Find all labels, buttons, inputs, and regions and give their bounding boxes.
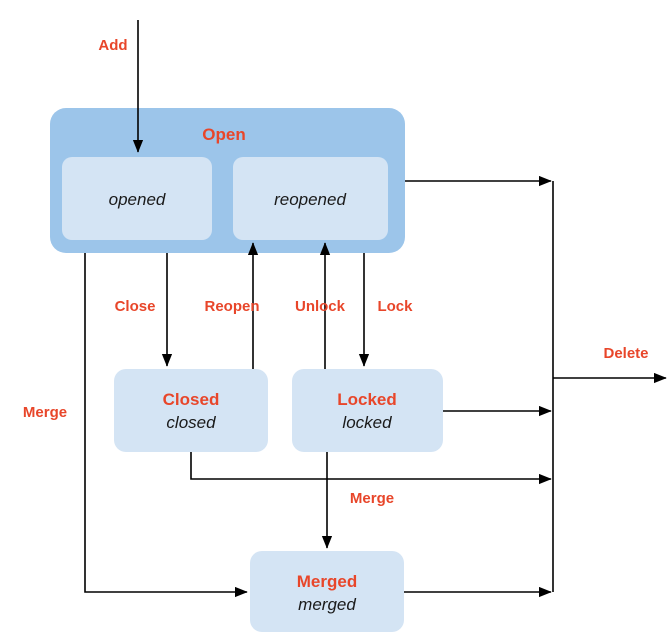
edge-label-reopen: Reopen [204,298,259,315]
edge-label-add: Add [98,37,127,54]
state-reopened[interactable]: reopened [233,157,388,240]
state-opened[interactable]: opened [62,157,212,240]
edge-label-delete: Delete [603,345,648,362]
state-title: Merged [297,572,357,591]
edge-delete-closed [190,452,552,485]
transition-edges [84,20,667,598]
edge-label-close: Close [115,298,156,315]
state-body [250,551,404,632]
edge-merge-left [84,253,248,598]
edge-label-lock: Lock [377,298,413,315]
state-value: merged [298,595,356,614]
state-title: Closed [163,390,220,409]
state-value: locked [342,413,392,432]
state-body [233,157,388,240]
edge-label-unlock: Unlock [295,298,346,315]
edge-label-merge-left: Merge [23,404,67,421]
state-body [62,157,212,240]
state-value: reopened [274,190,346,209]
state-locked[interactable]: Locked locked [292,369,443,452]
edge-label-merge-locked: Merge [350,490,394,507]
group-title: Open [202,125,245,144]
state-title: Locked [337,390,397,409]
state-merged[interactable]: Merged merged [250,551,404,632]
state-value: opened [109,190,166,209]
state-value: closed [166,413,216,432]
state-closed[interactable]: Closed closed [114,369,268,452]
state-body [114,369,268,452]
state-body [292,369,443,452]
